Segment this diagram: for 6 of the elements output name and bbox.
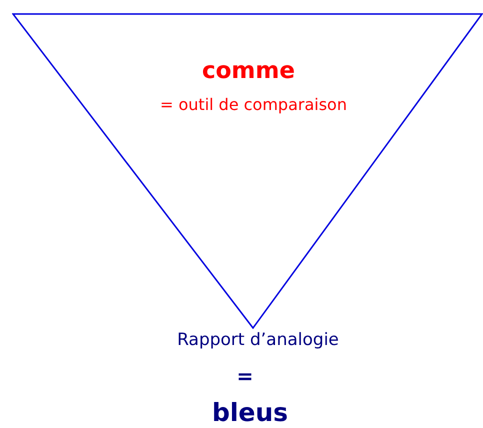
node-heading: comme: [202, 58, 295, 84]
triangle-node: [12, 13, 483, 329]
result-word: bleus: [212, 398, 288, 427]
caption-text: Rapport d’analogie: [177, 330, 339, 350]
equals-sign: =: [236, 364, 254, 388]
node-text: = outil de comparaison: [160, 95, 347, 114]
